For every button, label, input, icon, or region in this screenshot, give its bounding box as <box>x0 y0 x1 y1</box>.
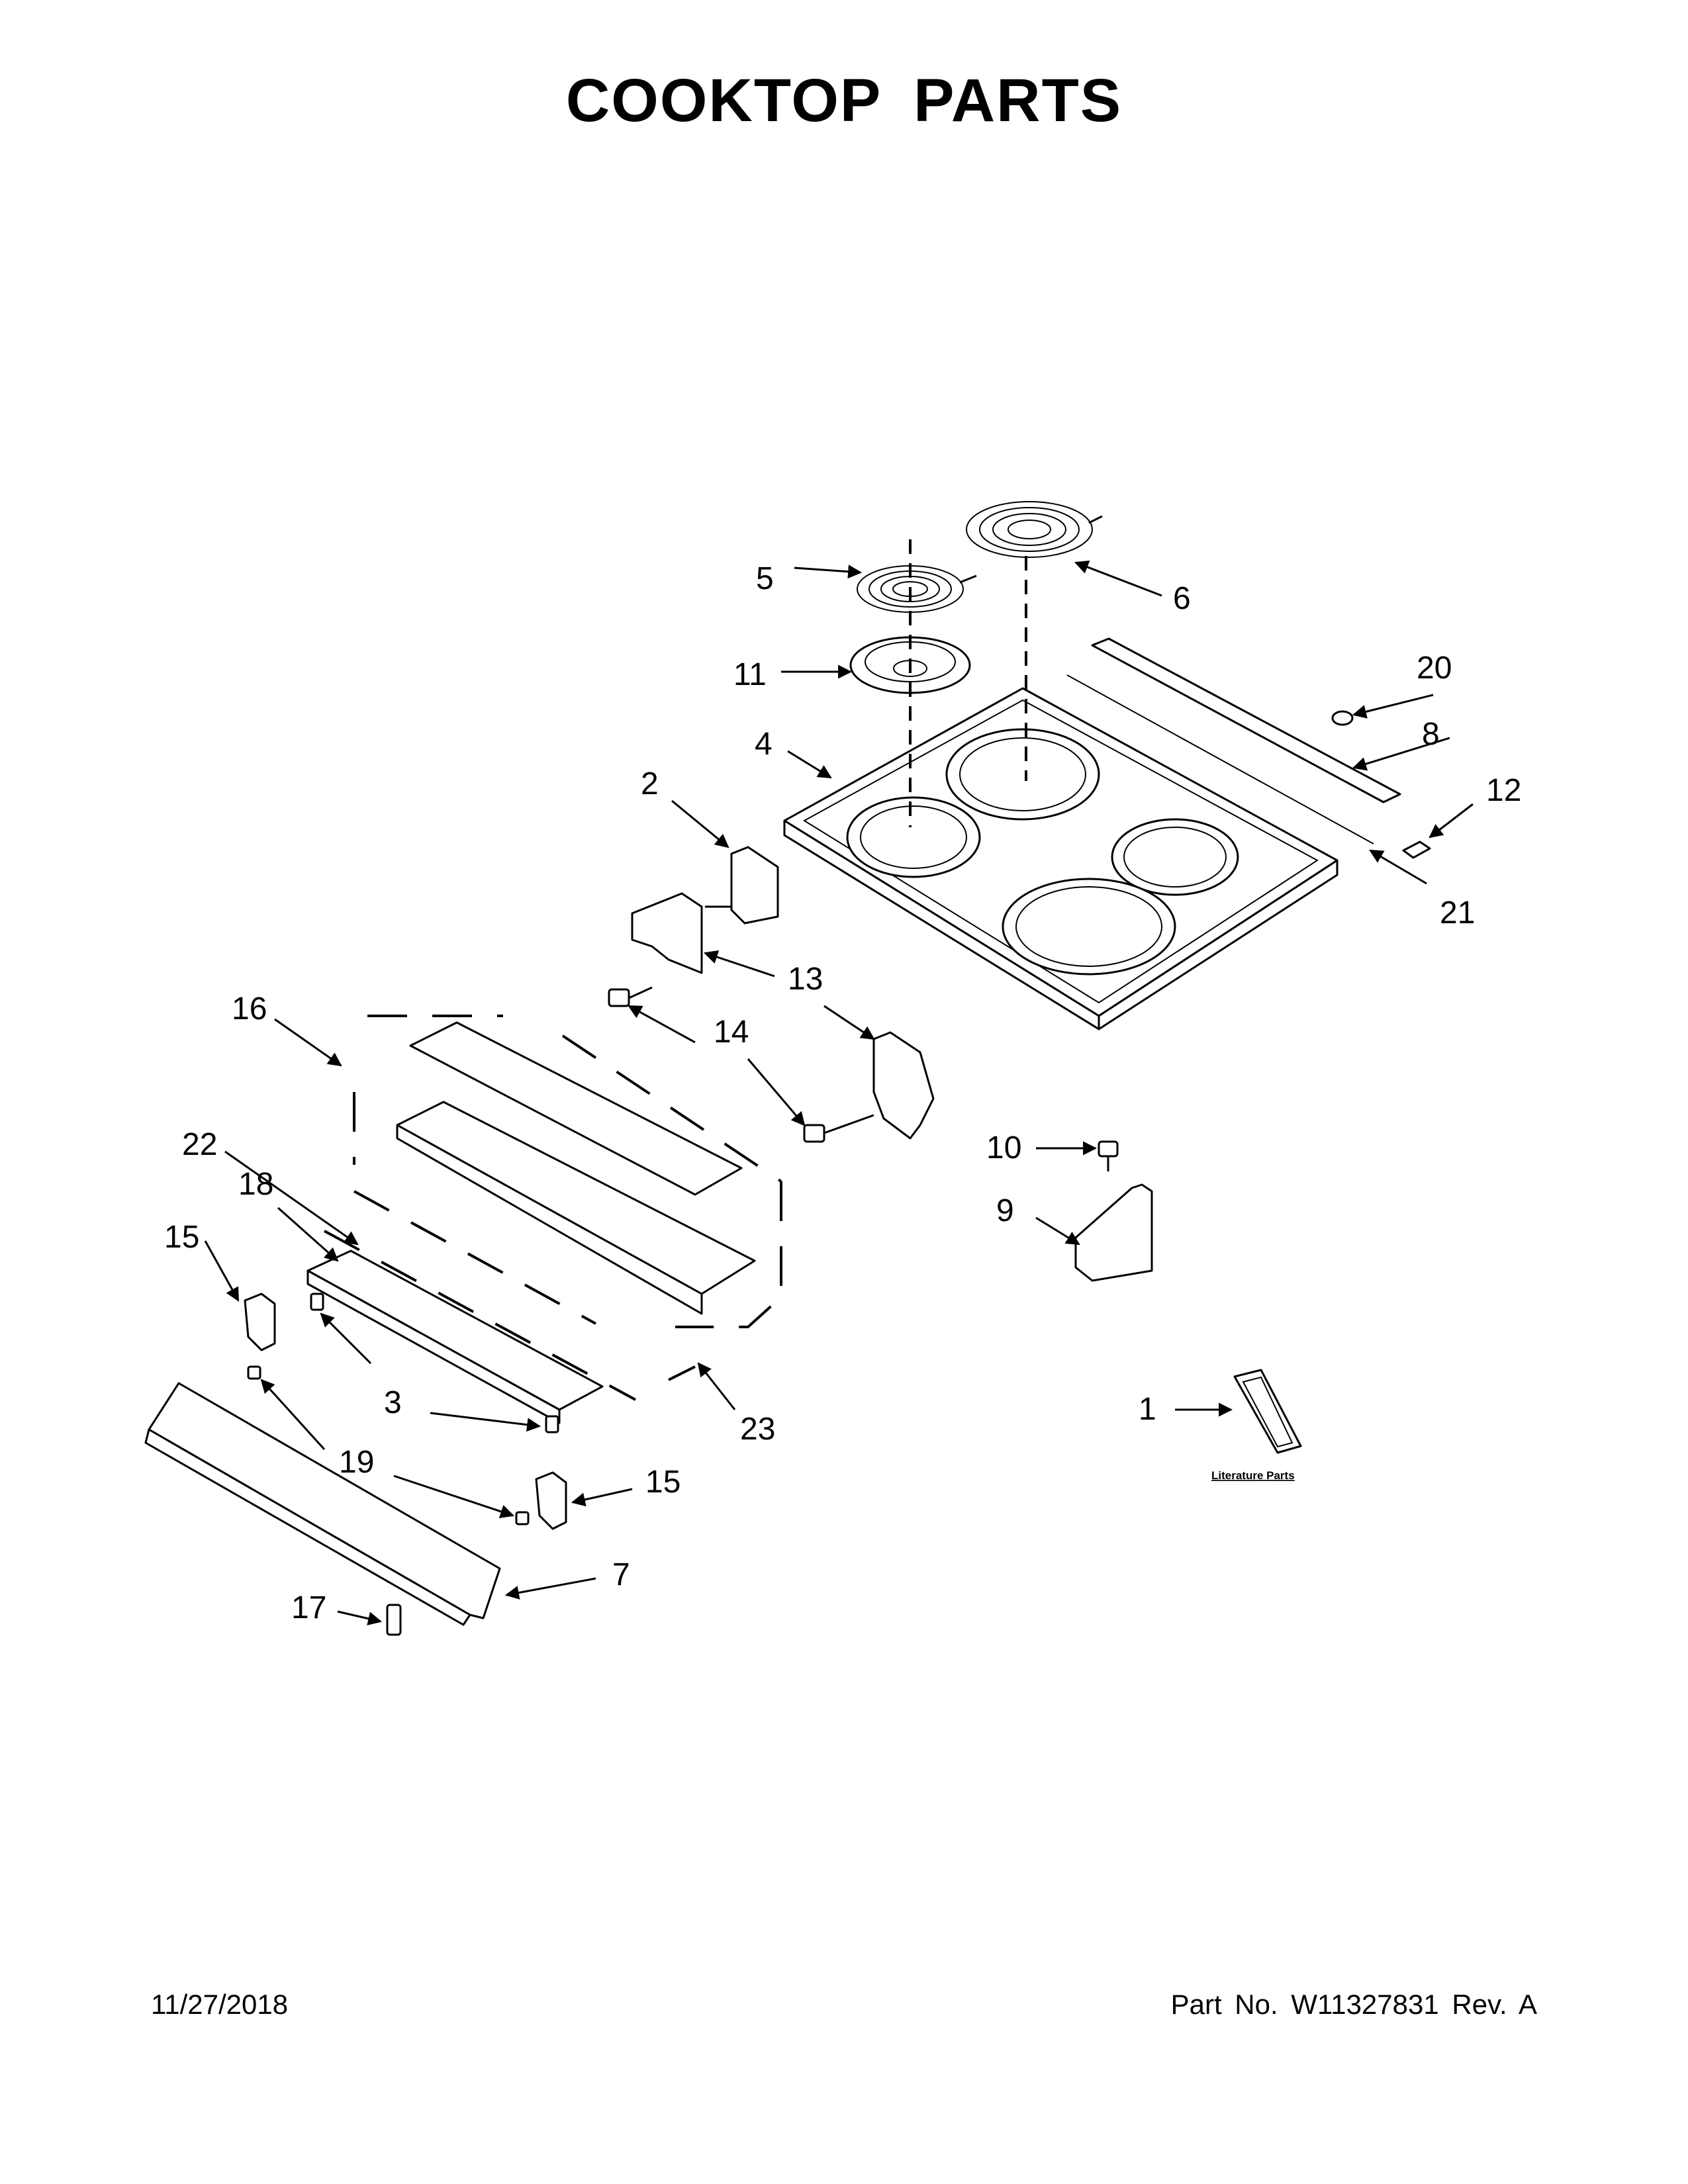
callout-2: 2 <box>641 766 659 801</box>
footer-date: 11/27/2018 <box>151 1989 289 2020</box>
front-manifold-trim <box>144 1382 501 1626</box>
callout-14: 14 <box>714 1015 749 1050</box>
side-bracket-9 <box>1074 1183 1153 1282</box>
callout-13: 13 <box>788 962 823 997</box>
side-bracket-13-right <box>872 1031 935 1140</box>
callout-3: 3 <box>384 1385 402 1420</box>
screw-3-left <box>310 1293 324 1311</box>
screw-3-right <box>545 1415 559 1433</box>
hinge-bracket <box>1402 841 1431 859</box>
console-group-outline <box>353 1015 782 1328</box>
screw-17 <box>386 1604 402 1636</box>
surface-element-small <box>857 565 977 613</box>
screw-19-right <box>515 1511 530 1525</box>
end-bracket-15-left <box>244 1293 276 1351</box>
rear-trim <box>1066 637 1401 844</box>
callout-4: 4 <box>755 727 773 762</box>
electronic-control-board <box>306 1250 604 1424</box>
footer-part-number: Part No. W11327831 Rev. A <box>1170 1989 1537 2020</box>
cooktop-main-top <box>783 687 1338 1030</box>
callout-23: 23 <box>740 1412 775 1447</box>
surface-element-large <box>966 501 1103 558</box>
callout-22: 22 <box>182 1127 217 1162</box>
side-bracket-2 <box>730 846 779 925</box>
callout-7: 7 <box>612 1557 630 1592</box>
literature-parts-label: Literature Parts <box>1211 1469 1295 1482</box>
callout-16: 16 <box>232 991 267 1026</box>
control-panel-cover <box>409 1021 743 1196</box>
screw-10 <box>1098 1140 1119 1171</box>
callout-19: 19 <box>339 1445 374 1480</box>
literature-parts-icon <box>1233 1369 1302 1454</box>
bumper <box>1331 710 1354 726</box>
side-bracket-13-left <box>631 892 703 974</box>
callout-10: 10 <box>986 1130 1021 1165</box>
callout-12: 12 <box>1486 773 1521 808</box>
page-title: COOKTOP PARTS <box>565 67 1123 134</box>
control-panel <box>396 1101 756 1315</box>
callout-labels: 5 6 11 4 2 13 14 16 22 18 15 3 19 15 23 … <box>164 561 1521 1625</box>
callout-1: 1 <box>1139 1392 1156 1427</box>
screw-19-left <box>247 1365 261 1380</box>
callout-6: 6 <box>1173 581 1191 616</box>
callout-5: 5 <box>756 561 774 596</box>
callout-11: 11 <box>733 657 767 692</box>
leader-lines <box>204 560 1474 1625</box>
screw-14-left <box>608 986 653 1007</box>
callout-9: 9 <box>996 1193 1014 1228</box>
dashed-line-23 <box>668 1365 696 1381</box>
callout-18: 18 <box>238 1167 273 1202</box>
callout-15-right: 15 <box>645 1465 680 1500</box>
dashed-line-22 <box>324 1230 636 1401</box>
callout-8: 8 <box>1422 717 1440 752</box>
screw-14-right <box>803 1114 874 1143</box>
end-bracket-15-right <box>535 1471 567 1530</box>
callout-20: 20 <box>1417 651 1452 686</box>
callout-21: 21 <box>1440 895 1475 931</box>
callout-15-left: 15 <box>164 1220 199 1255</box>
callout-17: 17 <box>291 1590 326 1625</box>
